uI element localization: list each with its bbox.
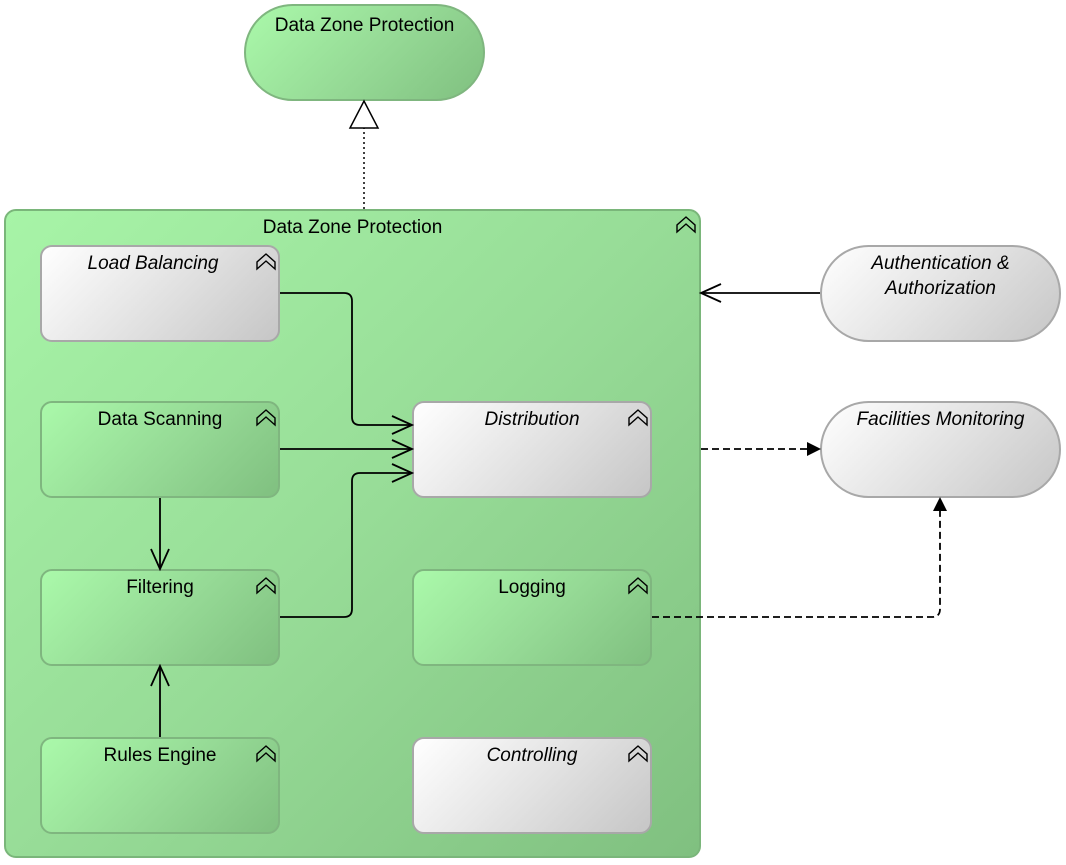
capability-logging[interactable]: Logging <box>412 569 652 666</box>
capability-label: Logging <box>498 577 566 598</box>
external-label-line1: Authentication & <box>871 253 1010 274</box>
capability-rules-engine[interactable]: Rules Engine <box>40 737 280 834</box>
capability-icon <box>676 216 696 234</box>
capability-data-scanning[interactable]: Data Scanning <box>40 401 280 498</box>
capability-label: Load Balancing <box>87 253 219 274</box>
capability-icon <box>256 577 276 595</box>
realized-capability-data-zone-protection[interactable]: Data Zone Protection <box>244 4 485 101</box>
capability-icon <box>256 409 276 427</box>
external-authentication-authorization[interactable]: Authentication & Authorization <box>820 245 1061 342</box>
capability-icon <box>256 745 276 763</box>
external-label-line2: Authorization <box>885 278 996 299</box>
container-label: Data Zone Protection <box>262 217 443 238</box>
capability-icon <box>256 253 276 271</box>
capability-label: Rules Engine <box>103 745 217 766</box>
capability-load-balancing[interactable]: Load Balancing <box>40 245 280 342</box>
capability-label: Controlling <box>486 745 578 766</box>
external-label: Facilities Monitoring <box>856 409 1025 430</box>
external-facilities-monitoring[interactable]: Facilities Monitoring <box>820 401 1061 498</box>
capability-controlling[interactable]: Controlling <box>412 737 652 834</box>
capability-icon <box>628 409 648 427</box>
realized-capability-label: Data Zone Protection <box>274 15 455 36</box>
capability-label: Distribution <box>484 409 580 430</box>
capability-distribution[interactable]: Distribution <box>412 401 652 498</box>
capability-label: Data Scanning <box>97 409 223 430</box>
flow-edge-distribution-facilities-monitoring[interactable] <box>701 442 821 456</box>
realization-edge[interactable] <box>348 99 380 209</box>
capability-filtering[interactable]: Filtering <box>40 569 280 666</box>
capability-icon <box>628 745 648 763</box>
capability-icon <box>628 577 648 595</box>
capability-label: Filtering <box>126 577 194 598</box>
serving-edge-auth-container[interactable] <box>698 283 820 303</box>
